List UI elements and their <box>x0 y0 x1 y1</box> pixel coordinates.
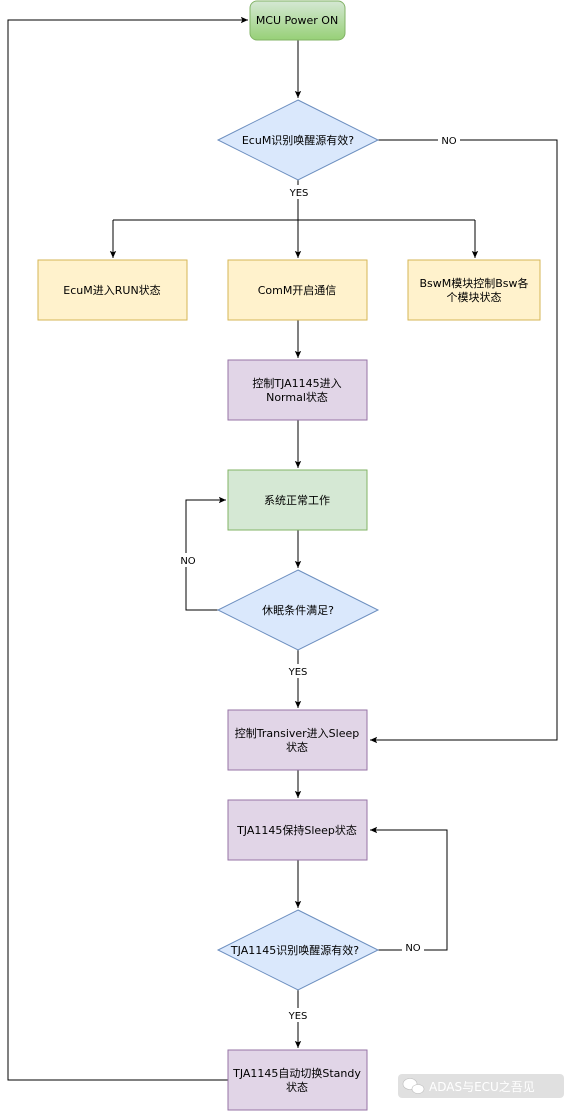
tja-normal-label-line2: Normal状态 <box>266 390 328 404</box>
tja-standby-label-line2: 状态 <box>286 1080 308 1094</box>
tja-wake-check-label: TJA1145识别唤醒源有效? <box>230 943 359 957</box>
system-normal-label: 系统正常工作 <box>264 494 330 507</box>
node-tja-normal: 控制TJA1145进入 Normal状态 <box>227 359 368 421</box>
node-wake-check: EcuM识别唤醒源有效? <box>216 99 380 181</box>
sleep-check-label: 休眠条件满足? <box>262 603 334 617</box>
watermark: ADAS与ECU之吾见 <box>398 1074 564 1098</box>
node-transceiver-sleep: 控制Transiver进入Sleep 状态 <box>227 709 368 771</box>
watermark-text: ADAS与ECU之吾见 <box>429 1080 535 1094</box>
node-bswm: BswM模块控制Bsw各 个模块状态 <box>407 259 541 321</box>
power-on-label: MCU Power ON <box>256 14 338 27</box>
tja-standby-label-line1: TJA1145自动切换Standy <box>232 1066 361 1080</box>
label-yes-wake-check: YES <box>289 188 309 199</box>
transceiver-sleep-label-line1: 控制Transiver进入Sleep <box>235 726 359 740</box>
node-sleep-check: 休眠条件满足? <box>216 569 380 651</box>
transceiver-sleep-label-line2: 状态 <box>286 740 308 754</box>
comm-start-label: ComM开启通信 <box>258 284 337 297</box>
edge-standby-loop-back <box>7 16 248 1081</box>
node-tja-wake-check: TJA1145识别唤醒源有效? <box>216 909 380 991</box>
label-no-tja-wake: NO <box>405 943 420 954</box>
node-power-on: MCU Power ON <box>249 0 346 41</box>
edge-labels: YES NO NO YES NO YES <box>178 133 460 1022</box>
node-system-normal: 系统正常工作 <box>227 469 368 531</box>
edge-wake-check-no <box>370 139 558 744</box>
label-no-wake-check: NO <box>441 136 456 147</box>
node-ecum-run: EcuM进入RUN状态 <box>37 259 188 321</box>
bswm-label-line1: BswM模块控制Bsw各 <box>419 276 528 290</box>
edge-tja-wake-no <box>370 826 448 951</box>
label-yes-sleep-check: YES <box>288 667 308 678</box>
node-comm-start: ComM开启通信 <box>227 259 368 321</box>
label-yes-tja-wake: YES <box>288 1011 308 1022</box>
edges <box>7 16 558 1081</box>
bswm-label-line2: 个模块状态 <box>447 290 502 304</box>
node-tja-keep-sleep: TJA1145保持Sleep状态 <box>227 799 368 861</box>
wechat-icon <box>402 1078 425 1094</box>
tja-normal-label-line1: 控制TJA1145进入 <box>252 376 341 390</box>
node-tja-standby: TJA1145自动切换Standy 状态 <box>227 1049 368 1111</box>
wake-check-label: EcuM识别唤醒源有效? <box>242 133 354 147</box>
tja-keep-sleep-label: TJA1145保持Sleep状态 <box>236 823 357 837</box>
label-no-sleep-check: NO <box>180 556 195 567</box>
ecum-run-label: EcuM进入RUN状态 <box>63 283 160 297</box>
